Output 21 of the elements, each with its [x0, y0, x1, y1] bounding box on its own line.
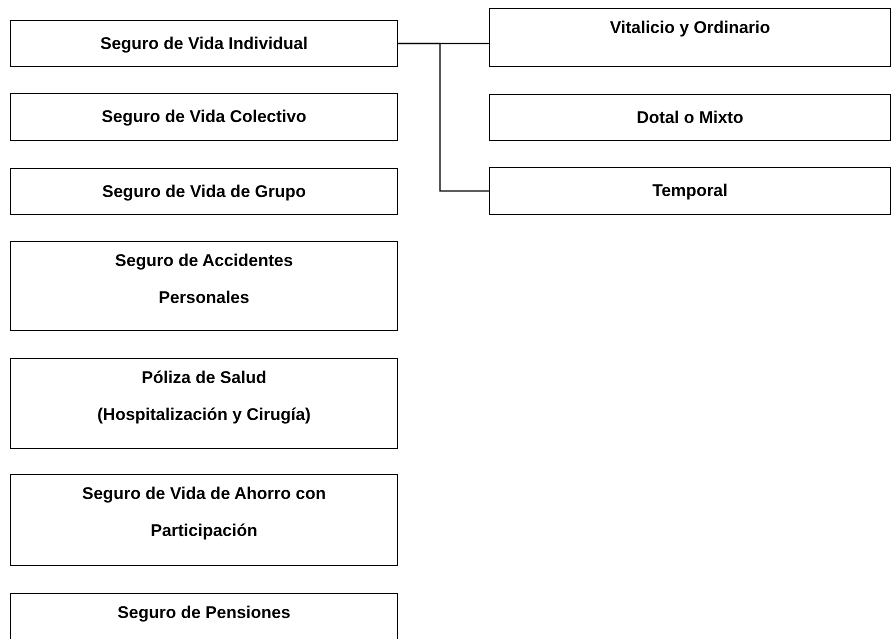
category-box: [10, 358, 398, 449]
category-box: [489, 94, 891, 141]
category-box: [489, 8, 891, 67]
category-box: [10, 241, 398, 331]
category-box: [10, 593, 398, 639]
category-box: [10, 93, 398, 141]
box-label: Seguro de Vida de Ahorro con Participación: [82, 483, 326, 542]
box-label: Vitalicio y Ordinario: [610, 17, 770, 39]
box-label: Póliza de Salud (Hospitalización y Cirugía): [96, 367, 312, 426]
category-box: [10, 20, 398, 67]
box-label: Seguro de Vida Colectivo: [102, 106, 306, 128]
connector-line: [398, 42, 489, 192]
box-label: Temporal: [652, 180, 728, 202]
category-box: [489, 167, 891, 215]
box-label: Seguro de Accidentes Personales: [114, 250, 294, 309]
box-label: Dotal o Mixto: [636, 106, 744, 128]
box-label: Seguro de Vida de Grupo: [102, 180, 306, 202]
category-box: [10, 474, 398, 566]
category-box: [10, 168, 398, 215]
box-label: Seguro de Vida Individual: [100, 32, 308, 54]
box-label: Seguro de Pensiones: [118, 602, 290, 624]
